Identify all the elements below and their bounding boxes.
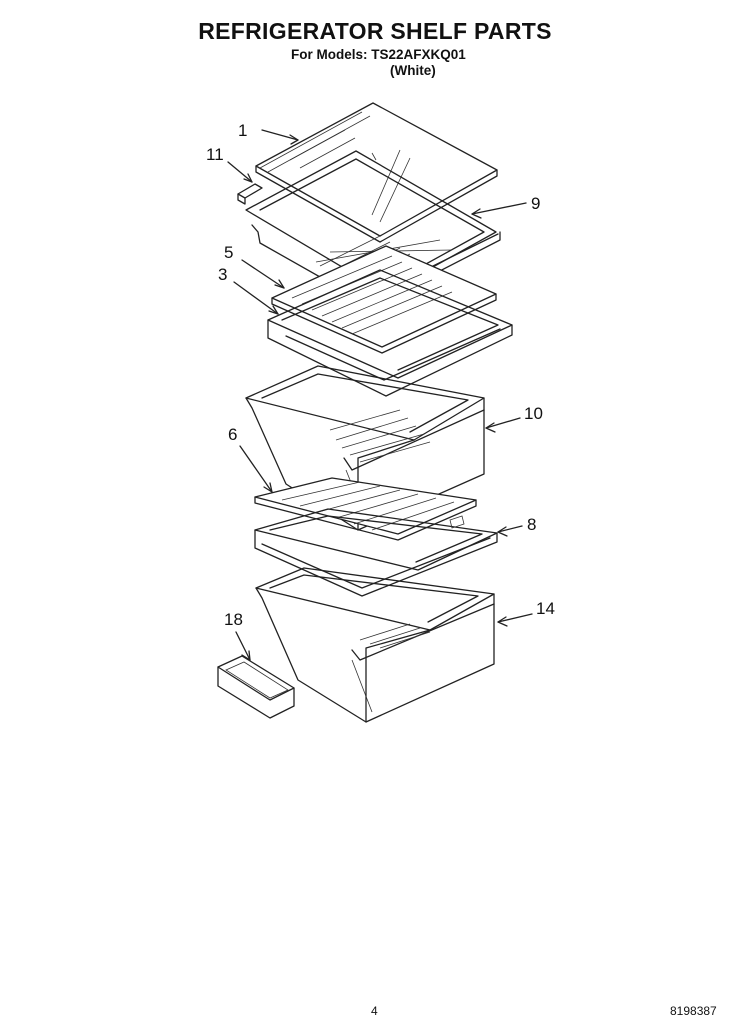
callout-14: 14 (536, 599, 555, 618)
color-variant: (White) (390, 63, 436, 78)
part-14-lower-drawer[interactable] (255, 567, 495, 723)
part-18-label-card[interactable] (217, 655, 295, 719)
callout-1: 1 (238, 121, 247, 140)
callout-8: 8 (527, 515, 536, 534)
leader-lines (227, 129, 533, 661)
part-1-glass-shelf[interactable] (255, 102, 498, 243)
part-6-shelf-insert[interactable] (254, 477, 477, 541)
part-3-shelf-frame[interactable] (267, 269, 513, 397)
page-number: 4 (371, 1004, 378, 1018)
callout-9: 9 (531, 194, 540, 213)
document-number: 8198387 (670, 1004, 717, 1018)
callout-10: 10 (524, 404, 543, 423)
part-11-trim[interactable] (237, 183, 263, 205)
callout-3: 3 (218, 265, 227, 284)
part-9-shelf-frame[interactable] (245, 150, 501, 311)
page-title: REFRIGERATOR SHELF PARTS (198, 18, 552, 44)
part-8-shelf-frame[interactable] (254, 508, 498, 597)
callout-11: 11 (206, 145, 224, 164)
callout-6: 6 (228, 425, 237, 444)
models-line: For Models: TS22AFXKQ01 (291, 47, 466, 62)
callout-18: 18 (224, 610, 243, 629)
callout-5: 5 (224, 243, 233, 262)
part-5-shelf-insert[interactable] (271, 245, 497, 354)
